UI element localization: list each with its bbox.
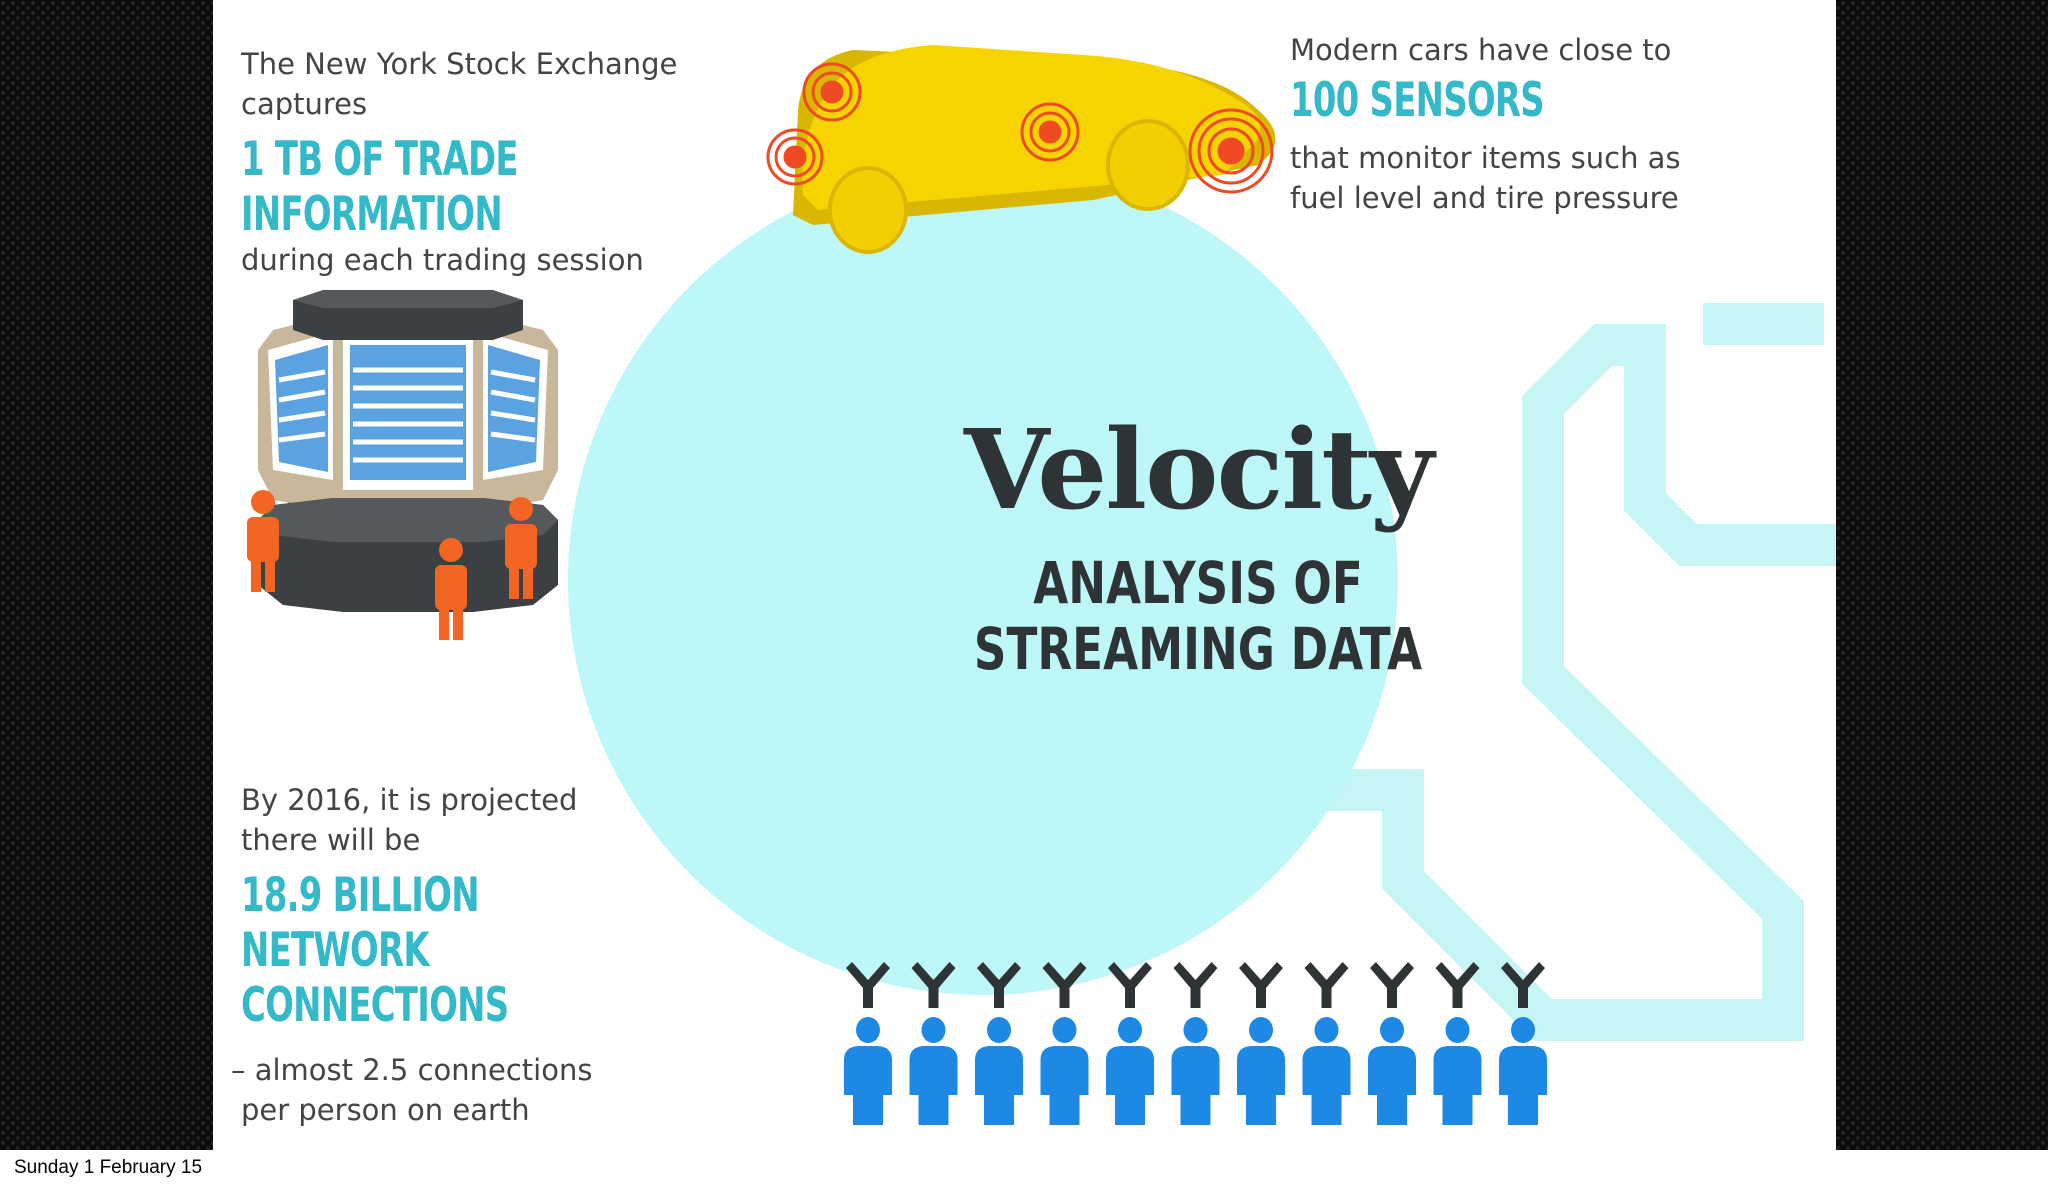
network-highlight: 18.9 BILLION NETWORK CONNECTIONS [241, 868, 509, 1033]
velocity-circle [568, 165, 1398, 995]
network-highlight-line-3: CONNECTIONS [241, 978, 509, 1033]
person-icon [1237, 1017, 1285, 1125]
antenna-icon [911, 962, 956, 1008]
slide-subtitle-line-2: STREAMING DATA [973, 615, 1423, 683]
network-highlight-line-2: NETWORK [241, 923, 430, 978]
pipe-decoration [1273, 324, 1836, 1041]
antenna-icon [846, 962, 890, 1008]
network-outro-line-2: per person on earth [241, 1093, 530, 1127]
antenna-icon [1304, 962, 1349, 1008]
network-outro-line-1: – almost 2.5 connections [231, 1053, 593, 1087]
car-wheel-front [828, 166, 908, 254]
antenna-icon [1435, 962, 1480, 1008]
cars-outro: that monitor items such as fuel level an… [1290, 138, 1681, 218]
person-icon [1106, 1017, 1154, 1125]
person-icon [1171, 1017, 1220, 1125]
antenna-icon [1173, 962, 1218, 1008]
pipe-top-right [1703, 303, 1824, 345]
nyse-highlight-line-1: 1 TB OF TRADE [241, 132, 519, 187]
antenna-icon [1239, 962, 1283, 1008]
sensor-ring-icon [766, 62, 1274, 194]
person-icon [909, 1017, 958, 1125]
network-intro-line-1: By 2016, it is projected [241, 783, 578, 817]
person-icon [247, 490, 537, 640]
antenna-icon [977, 962, 1021, 1008]
antenna-icon [1370, 962, 1414, 1008]
person-icon [1302, 1017, 1351, 1125]
slide: The New York Stock Exchange captures 1 T… [213, 0, 1836, 1150]
cars-outro-line-1: that monitor items such as [1290, 141, 1681, 175]
cars-highlight: 100 SENSORS [1290, 73, 1545, 128]
network-highlight-line-1: 18.9 BILLION [241, 868, 480, 923]
slide-title: Velocity [964, 405, 1434, 534]
person-icon [1499, 1017, 1547, 1125]
cars-intro: Modern cars have close to [1290, 33, 1672, 67]
network-outro: – almost 2.5 connections per person on e… [231, 1050, 592, 1130]
server-icon [258, 290, 558, 612]
car-wheel-rear [1106, 119, 1190, 211]
slide-subtitle: ANALYSIS OF STREAMING DATA [851, 550, 1545, 682]
person-icon [1368, 1017, 1416, 1125]
nyse-highlight-line-2: INFORMATION [241, 187, 503, 242]
person-icon [975, 1017, 1023, 1125]
antenna-icon [1108, 962, 1152, 1008]
nyse-outro: during each trading session [241, 243, 644, 277]
person-icon [1433, 1017, 1482, 1125]
footer-strip [0, 1150, 2048, 1184]
person-icon [844, 1017, 892, 1125]
person-icon [1040, 1017, 1089, 1125]
nyse-intro-line-1: The New York Stock Exchange [241, 47, 678, 81]
slide-subtitle-line-1: ANALYSIS OF [1033, 549, 1363, 617]
antenna-icon [1501, 962, 1545, 1008]
slide-artwork [247, 45, 1836, 1125]
nyse-intro-line-2: captures [241, 87, 368, 121]
nyse-highlight: 1 TB OF TRADE INFORMATION [241, 132, 519, 242]
cars-outro-line-2: fuel level and tire pressure [1290, 181, 1679, 215]
footer-date: Sunday 1 February 15 [10, 1156, 207, 1180]
network-crowd [844, 962, 1547, 1125]
antenna-icon [1042, 962, 1087, 1008]
network-intro-line-2: there will be [241, 823, 421, 857]
network-intro: By 2016, it is projected there will be [241, 780, 577, 860]
nyse-intro: The New York Stock Exchange captures [241, 44, 677, 124]
